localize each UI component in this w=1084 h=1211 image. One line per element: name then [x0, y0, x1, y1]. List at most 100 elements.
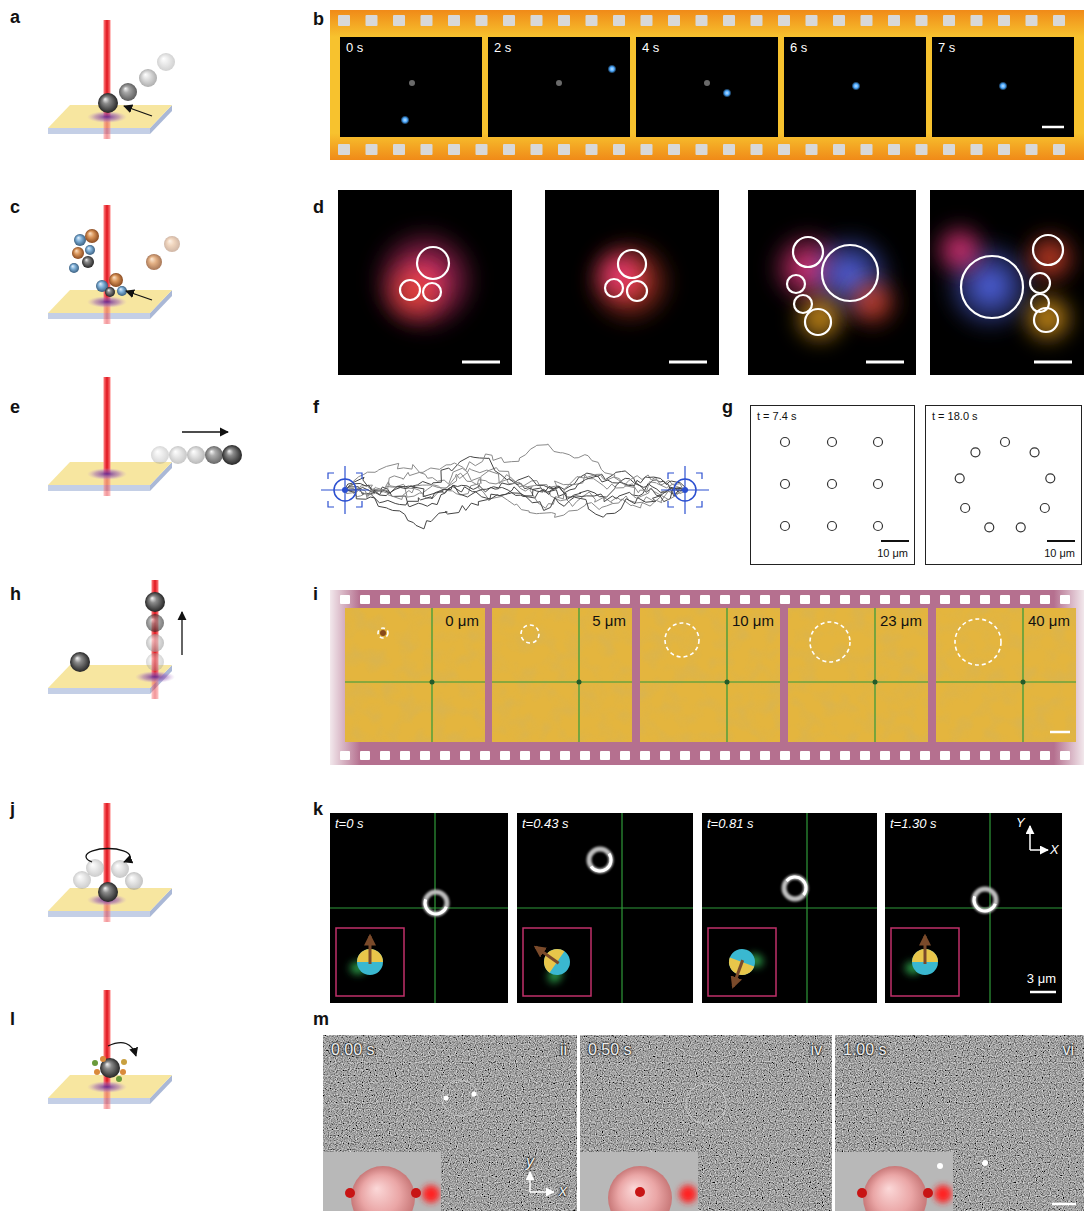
- particle-outline: [1030, 273, 1050, 293]
- sprocket-hole: [916, 15, 928, 26]
- bright-spot: [444, 1096, 449, 1101]
- trapped-particle: [1040, 504, 1049, 513]
- panel-letter: h: [10, 585, 21, 605]
- crosshair: [330, 907, 508, 908]
- orientation-inset: [835, 1152, 953, 1211]
- optical-stage: [48, 580, 182, 699]
- particle-outline: [822, 245, 878, 301]
- reticle-corner: [668, 501, 674, 507]
- image-ground: [748, 190, 916, 375]
- video-frame: [885, 813, 1062, 1003]
- film-strip: [330, 10, 1084, 160]
- sprocket-hole: [998, 15, 1010, 26]
- beam-center: [430, 680, 435, 685]
- optical-stage: [48, 990, 172, 1109]
- panel-letter: i: [313, 585, 318, 605]
- sprocket-hole: [420, 595, 430, 604]
- sprocket-hole: [620, 595, 630, 604]
- particle-trajectory: [346, 487, 683, 529]
- sprocket-hole: [943, 144, 955, 155]
- nanoparticle: [857, 1188, 867, 1198]
- fluorescence-glow: [585, 237, 675, 327]
- microsphere: [145, 592, 165, 612]
- video-frame: [932, 37, 1074, 137]
- crosshair: [517, 907, 693, 908]
- particle-ring: [442, 1080, 478, 1116]
- sprocket-hole: [820, 595, 830, 604]
- panel-letter: l: [10, 1010, 15, 1030]
- scale-bar: [1030, 991, 1056, 994]
- beam-center: [725, 680, 730, 685]
- particle-outline: [961, 256, 1023, 318]
- particle: [999, 82, 1008, 91]
- sprocket-hole: [366, 15, 378, 26]
- sprocket-hole: [660, 751, 670, 760]
- panel-letter: k: [313, 800, 323, 820]
- image-frame: 0 μm: [345, 608, 485, 742]
- beam-center: [577, 680, 582, 685]
- particle-outline: [627, 281, 647, 301]
- sprocket-hole: [723, 15, 735, 26]
- bright-spot: [472, 1092, 477, 1097]
- optical-stage: [48, 803, 172, 922]
- trapped-particle: [828, 480, 837, 489]
- sprocket-hole: [580, 751, 590, 760]
- sprocket-hole: [586, 144, 598, 155]
- sprocket-hole: [720, 595, 730, 604]
- glass-substrate: [48, 313, 150, 319]
- particle-trajectory: [343, 463, 687, 506]
- frame-label: 5 μm: [592, 612, 626, 629]
- janus-particle: [721, 943, 770, 995]
- sprocket-hole: [840, 595, 850, 604]
- bright-spot: [937, 1163, 943, 1169]
- sprocket-hole: [778, 15, 790, 26]
- video-frame: 6 s: [784, 37, 926, 137]
- sprocket-hole: [840, 751, 850, 760]
- reticle-corner: [356, 501, 362, 507]
- video-frame: 2 s: [488, 37, 630, 137]
- sprocket-hole: [800, 751, 810, 760]
- microsphere: [98, 882, 118, 902]
- frame-label: 0.50 s: [588, 1041, 632, 1059]
- sprocket-hole: [1020, 595, 1030, 604]
- nanoparticle: [923, 1188, 933, 1198]
- sprocket-hole: [1040, 751, 1050, 760]
- particle: [852, 82, 861, 91]
- frame-label: 40 μm: [1028, 612, 1070, 629]
- sprocket-hole: [338, 144, 350, 155]
- image-ground: [545, 190, 719, 375]
- sprocket-hole: [476, 144, 488, 155]
- particle-outline: [787, 275, 805, 293]
- microscope-image: [338, 190, 512, 375]
- frame-annotation: 10 μm: [1044, 547, 1075, 560]
- frame-label: 23 μm: [880, 612, 922, 629]
- image-texture: [345, 608, 485, 742]
- sprocket-hole: [720, 751, 730, 760]
- trapped-particle: [781, 522, 790, 531]
- sprocket-hole: [751, 15, 763, 26]
- sprocket-hole: [641, 144, 653, 155]
- particle: [704, 80, 710, 86]
- sprocket-hole: [641, 15, 653, 26]
- video-frame: t=1.30 sYX3 μm: [885, 813, 1062, 1003]
- sprocket-hole: [560, 595, 570, 604]
- microscope-image: [748, 190, 916, 375]
- orientation-inset: [523, 928, 591, 996]
- particle-trajectory: [346, 444, 687, 500]
- nanoparticle: [100, 1056, 106, 1062]
- sprocket-hole: [860, 751, 870, 760]
- image-ground: [345, 608, 485, 742]
- sprocket-hole: [1053, 15, 1065, 26]
- nanoparticle: [92, 1060, 98, 1066]
- sprocket-hole: [980, 595, 990, 604]
- sprocket-hole: [500, 751, 510, 760]
- frame-label: t=0.81 s: [707, 817, 754, 832]
- fluorescence-glow: [930, 220, 990, 280]
- sprocket-hole: [920, 595, 930, 604]
- panel-letter: j: [10, 800, 15, 820]
- bright-spot: [982, 1160, 988, 1166]
- sprocket-hole: [1020, 751, 1030, 760]
- sprocket-hole: [600, 595, 610, 604]
- image-texture: [640, 608, 780, 742]
- particle-outline: [521, 625, 539, 643]
